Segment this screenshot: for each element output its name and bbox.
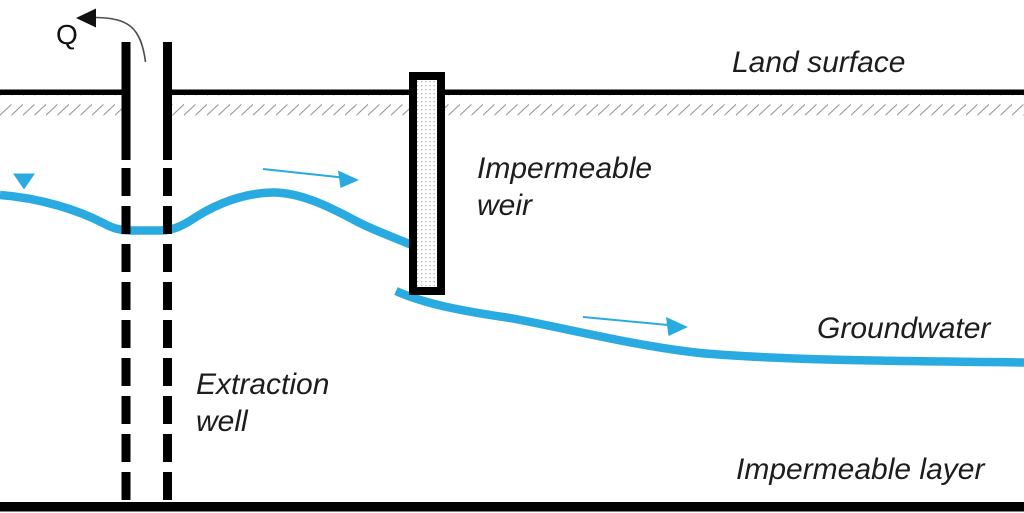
label-extraction-well-line1: Extraction (196, 368, 330, 401)
groundwater-curve-right (394, 287, 1024, 367)
discharge-arrow-icon (76, 8, 147, 63)
label-land-surface: Land surface (732, 46, 906, 79)
land-surface-line (0, 89, 1024, 95)
flow-arrow-left-icon (262, 168, 359, 188)
label-impermeable-weir: Impermeable weir (477, 150, 652, 224)
label-impermeable-layer: Impermeable layer (736, 453, 985, 486)
extraction-well-pipes (121, 42, 172, 502)
land-surface-hatching (0, 95, 1024, 116)
label-extraction-well-line2: well (196, 405, 248, 438)
label-q-discharge: Q (56, 19, 78, 50)
groundwater-curve-left (0, 188, 416, 250)
label-impermeable-weir-line1: Impermeable (477, 152, 653, 185)
label-impermeable-weir-line2: weir (477, 189, 533, 222)
impermeable-layer-line (0, 502, 1024, 512)
water-table-marker-icon (13, 173, 35, 190)
label-groundwater: Groundwater (817, 312, 991, 345)
label-extraction-well: Extraction well (196, 366, 329, 440)
impermeable-weir-shape (409, 72, 445, 295)
flow-arrow-right-icon (582, 316, 688, 336)
